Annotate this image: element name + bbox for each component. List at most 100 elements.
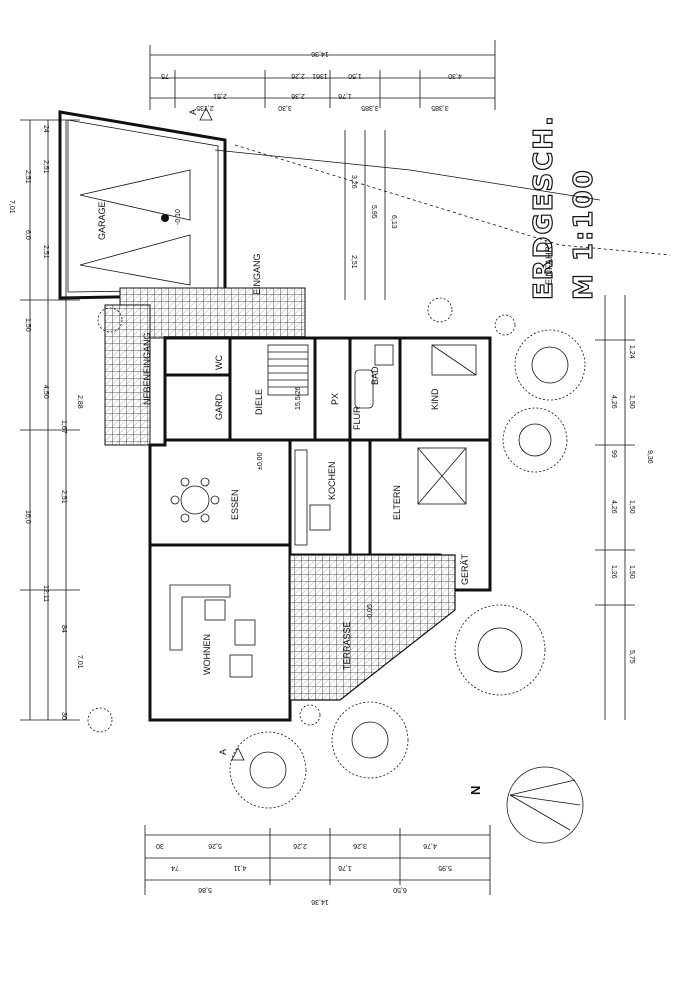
plan-title: ERDGESCH. (529, 114, 559, 300)
garage: GARAGE -0,10 (58, 110, 227, 300)
room-label-wohnen: WOHNEN (202, 634, 212, 675)
dim-garage-label: 3,26 (350, 175, 357, 189)
dim-top-label: 2,26 (291, 72, 305, 79)
room-label-gard: GARD. (214, 391, 224, 420)
dim-top-label: 3,385 (361, 104, 379, 111)
dim-bottom-label: 5,26 (208, 842, 222, 849)
dim-left-label: 2,51 (42, 160, 49, 174)
bathtub (354, 369, 374, 409)
room-label-kind: KIND (430, 388, 440, 410)
dim-top-label: 4,30 (448, 72, 462, 79)
dim-left-label: 24 (42, 125, 49, 133)
dim-top-label: 14,36 (311, 50, 329, 57)
dim-bottom-label: 1,76 (338, 864, 352, 871)
parents-bed (417, 447, 467, 505)
room-label-px: PX (330, 393, 340, 405)
dim-bottom-label: 3,26 (353, 842, 367, 849)
dim-left-label: 84 (60, 625, 67, 633)
dim-garage-label: 7,01 (8, 200, 15, 214)
room-label-gerat: GERÄT (460, 553, 470, 585)
plan-title-group: ERDGESCH. M 1:100 (528, 113, 599, 300)
level-marker-icon (161, 214, 169, 222)
room-label-nebeneingang: NEBENEINGANG (142, 332, 152, 405)
dim-left-label: 7,01 (76, 655, 83, 669)
plan-scale: M 1:100 (569, 168, 599, 300)
dim-top-label: 3,385 (431, 104, 449, 111)
room-label-essen: ESSEN (230, 489, 240, 520)
dim-right-label: 9,36 (646, 450, 653, 464)
dim-left-label: 1,67 (60, 420, 67, 434)
room-label-wc: WC (214, 355, 224, 370)
dim-right-label: 1,50 (628, 395, 635, 409)
dim-left-label: 30 (60, 712, 67, 720)
dim-top-label: 75 (161, 72, 169, 79)
dining-table (170, 477, 220, 523)
dim-bottom-label: 30 (156, 842, 164, 849)
room-label-diele: DIELE (254, 389, 264, 415)
dim-left-label: 16,0 (24, 510, 31, 524)
bottom-dimension-chain: 5,26 2,26 3,26 4,76 5,95 30 74 4,11 1,76… (144, 825, 491, 905)
level-essen: ±0,00 (257, 452, 264, 470)
north-arrow: N (468, 766, 584, 844)
section-marker-top: A (188, 107, 213, 121)
dim-top-label: 2,135 (196, 104, 214, 111)
section-label: A (188, 109, 198, 115)
room-label-kochen: KOCHEN (327, 461, 337, 500)
dim-top-label: 2,36 (291, 92, 305, 99)
dim-left-label: 4,50 (42, 385, 49, 399)
dim-right-label: 1,24 (628, 345, 635, 359)
dim-right-label: 4,26 (610, 500, 617, 514)
dim-garage-label: 2,51 (350, 255, 357, 269)
dim-bottom-label: 6,50 (393, 886, 407, 893)
kids-bed (431, 344, 477, 376)
terrace-paving (289, 554, 456, 701)
room-label-eingang: EINGANG (252, 253, 262, 295)
dim-bottom-label: 14,36 (311, 898, 329, 905)
dim-right-label: 99 (610, 450, 617, 458)
dim-left-label: 2,88 (76, 395, 83, 409)
dim-left-label: 1,50 (24, 318, 31, 332)
dim-left-label: 12,11 (42, 585, 49, 602)
entrance-paving (119, 287, 306, 339)
shower (374, 344, 394, 366)
dim-bottom-label: 5,86 (198, 886, 212, 893)
room-label-flur: FLUR (352, 406, 362, 430)
right-dimension-chain: 4,26 1,50 99 4,26 1,50 1,26 1,50 5,75 9,… (595, 295, 653, 720)
level-terrasse: -0,05 (367, 604, 374, 620)
dim-right-label: 4,26 (610, 395, 617, 409)
level-garage: -0,10 (175, 209, 182, 225)
kitchen-island (309, 504, 331, 531)
dim-bottom-label: 4,11 (233, 864, 246, 871)
room-label-bad: BAD (370, 366, 380, 385)
top-dimension-chain: 14,36 1361 75 2,51 2,26 1,50 4,30 1,76 2… (149, 40, 496, 111)
side-entrance-paving (104, 304, 151, 446)
property-slope-line (214, 149, 601, 201)
living-sofa (169, 584, 256, 678)
dim-garage-label: 6,13 (390, 215, 397, 229)
dim-right-label: 1,26 (610, 565, 617, 579)
dim-left-label: 2,51 (42, 245, 49, 259)
driveway-edge (234, 144, 671, 256)
dim-right-label: 5,75 (628, 650, 635, 664)
staircase: 15,5/26 (267, 344, 309, 410)
section-label: A (218, 749, 228, 755)
left-dimension-chain: 24 2,51 2,51 4,50 1,67 2,51 16,0 12,11 8… (20, 119, 83, 721)
dim-top-label: 1361 (312, 72, 328, 79)
dim-left-label: 2,51 (60, 490, 67, 504)
room-label-eltern: ELTERN (392, 485, 402, 520)
dim-bottom-label: 74 (171, 864, 179, 871)
dim-bottom-label: 4,76 (423, 842, 437, 849)
dim-top-label: 1,76 (338, 92, 352, 99)
dim-garage-label: 6,0 (24, 230, 31, 240)
garage-side-dimensions: 3,26 5,95 6,13 2,51 7,01 2,51 6,0 (8, 130, 397, 300)
room-label-terrasse: TERRASSE (342, 621, 352, 670)
dim-bottom-label: 2,26 (293, 842, 307, 849)
dim-garage-label: 5,95 (370, 205, 377, 219)
dim-top-label: 2,51 (213, 92, 227, 99)
dim-bottom-label: 5,95 (438, 864, 452, 871)
kitchen-counter (294, 449, 308, 546)
dim-right-label: 1,50 (628, 500, 635, 514)
room-label-einfahrt: EINFAHRT (544, 240, 554, 285)
room-label-garage: GARAGE (97, 201, 107, 240)
